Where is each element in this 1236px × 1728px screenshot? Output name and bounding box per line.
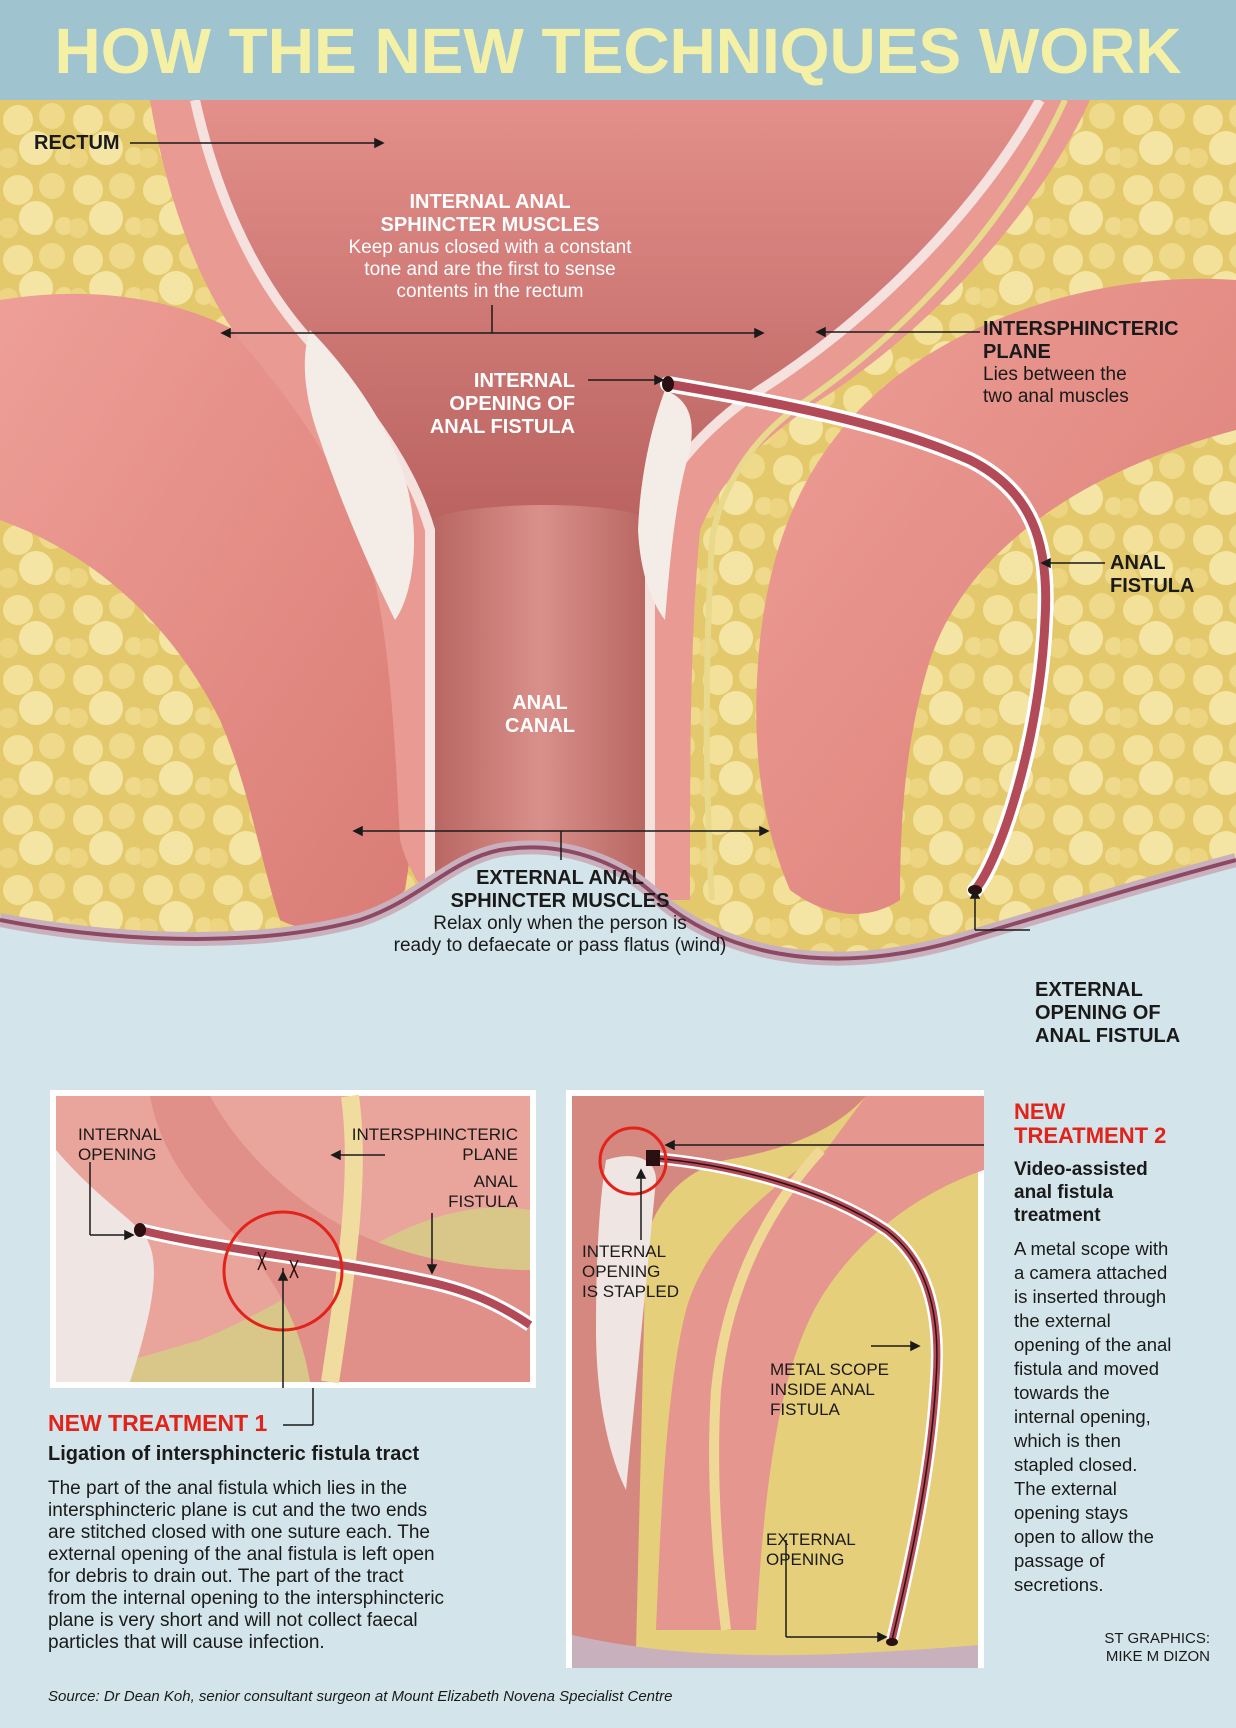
t2-external-opening-line-2: OPENING bbox=[766, 1550, 856, 1570]
treatment2-body: A metal scope with a camera attached is … bbox=[1014, 1237, 1224, 1597]
treatment2-body-line: stapled closed. bbox=[1014, 1453, 1224, 1477]
treatment1-body: The part of the anal fistula which lies … bbox=[48, 1478, 548, 1654]
treatment2-title-line-2: TREATMENT 2 bbox=[1014, 1124, 1166, 1148]
internal-opening-line-3: ANAL FISTULA bbox=[400, 416, 575, 439]
internal-opening-dot bbox=[662, 376, 674, 392]
external-opening-label-group: EXTERNAL OPENING OF ANAL FISTULA bbox=[1035, 979, 1180, 1048]
source-note: Source: Dr Dean Koh, senior consultant s… bbox=[48, 1688, 673, 1705]
treatment2-title: NEW TREATMENT 2 bbox=[1014, 1100, 1166, 1148]
internal-sphincter-desc-2: tone and are the first to sense bbox=[290, 259, 690, 281]
external-sphincter-desc-1: Relax only when the person is bbox=[320, 913, 800, 935]
t2-external-opening-label: EXTERNAL OPENING bbox=[766, 1530, 856, 1570]
main-illustration-panel: RECTUM INTERNAL ANAL SPHINCTER MUSCLES K… bbox=[0, 100, 1236, 1045]
treatment2-inset: INTERNAL OPENING IS STAPLED METAL SCOPE … bbox=[566, 1090, 984, 1668]
external-sphincter-title-1: EXTERNAL ANAL bbox=[320, 867, 800, 890]
external-sphincter-desc-2: ready to defaecate or pass flatus (wind) bbox=[320, 935, 800, 957]
internal-sphincter-desc-1: Keep anus closed with a constant bbox=[290, 237, 690, 259]
anal-canal-line-1: ANAL bbox=[490, 692, 590, 715]
treatment2-subtitle: Video-assisted anal fistula treatment bbox=[1014, 1158, 1148, 1227]
internal-opening-line-1: INTERNAL bbox=[400, 370, 575, 393]
treatment1-body-line: particles that will cause infection. bbox=[48, 1632, 548, 1654]
internal-sphincter-title-2: SPHINCTER MUSCLES bbox=[290, 214, 690, 237]
treatment2-body-line: The external bbox=[1014, 1477, 1224, 1501]
header-banner: HOW THE NEW TECHNIQUES WORK bbox=[0, 0, 1236, 100]
graphics-credit-line-1: ST GRAPHICS: bbox=[1010, 1630, 1210, 1648]
t1-intersphincteric-line-2: PLANE bbox=[328, 1145, 518, 1165]
treatment2-body-line: opening of the anal bbox=[1014, 1333, 1224, 1357]
intersphincteric-desc-1: Lies between the bbox=[983, 364, 1179, 386]
external-sphincter-label-group: EXTERNAL ANAL SPHINCTER MUSCLES Relax on… bbox=[320, 867, 800, 957]
anal-fistula-line-1: ANAL bbox=[1110, 552, 1194, 575]
t1-anal-fistula-line-2: FISTULA bbox=[400, 1192, 518, 1212]
treatment2-title-line-1: NEW bbox=[1014, 1100, 1166, 1124]
t1-internal-opening-label: INTERNAL OPENING bbox=[78, 1125, 162, 1165]
t2-internal-stapled-line-2: OPENING bbox=[582, 1262, 679, 1282]
t1-internal-opening-line-2: OPENING bbox=[78, 1145, 162, 1165]
external-sphincter-title-2: SPHINCTER MUSCLES bbox=[320, 890, 800, 913]
t2-metal-scope-label: METAL SCOPE INSIDE ANAL FISTULA bbox=[770, 1360, 889, 1420]
graphics-credit: ST GRAPHICS: MIKE M DIZON bbox=[1010, 1630, 1210, 1666]
t2-internal-stapled-line-1: INTERNAL bbox=[582, 1242, 679, 1262]
treatment1-body-line: plane is very short and will not collect… bbox=[48, 1610, 548, 1632]
intersphincteric-title-1: INTERSPHINCTERIC bbox=[983, 318, 1179, 341]
treatment1-subtitle: Ligation of intersphincteric fistula tra… bbox=[48, 1443, 419, 1466]
treatment1-body-line: intersphincteric plane is cut and the tw… bbox=[48, 1500, 548, 1522]
treatment2-subtitle-line-2: anal fistula bbox=[1014, 1181, 1148, 1204]
treatment2-body-line: towards the bbox=[1014, 1381, 1224, 1405]
treatment2-body-line: fistula and moved bbox=[1014, 1357, 1224, 1381]
external-opening-line-3: ANAL FISTULA bbox=[1035, 1025, 1180, 1048]
treatment1-inset: INTERNAL OPENING INTERSPHINCTERIC PLANE … bbox=[50, 1090, 536, 1388]
t1-intersphincteric-line-1: INTERSPHINCTERIC bbox=[328, 1125, 518, 1145]
internal-sphincter-title-1: INTERNAL ANAL bbox=[290, 191, 690, 214]
page-title: HOW THE NEW TECHNIQUES WORK bbox=[0, 14, 1236, 88]
anal-canal-label-group: ANAL CANAL bbox=[490, 692, 590, 738]
treatment1-body-line: external opening of the anal fistula is … bbox=[48, 1544, 548, 1566]
t1-internal-opening-line-1: INTERNAL bbox=[78, 1125, 162, 1145]
intersphincteric-plane-label-group: INTERSPHINCTERIC PLANE Lies between the … bbox=[983, 318, 1179, 408]
treatment1-body-line: from the internal opening to the intersp… bbox=[48, 1588, 548, 1610]
t2-metal-scope-line-1: METAL SCOPE bbox=[770, 1360, 889, 1380]
t1-anal-fistula-line-1: ANAL bbox=[400, 1172, 518, 1192]
intersphincteric-desc-2: two anal muscles bbox=[983, 386, 1179, 408]
treatment1-body-line: for debris to drain out. The part of the… bbox=[48, 1566, 548, 1588]
t2-internal-stapled-line-3: IS STAPLED bbox=[582, 1282, 679, 1302]
treatment2-body-line: internal opening, bbox=[1014, 1405, 1224, 1429]
treatment2-subtitle-line-1: Video-assisted bbox=[1014, 1158, 1148, 1181]
t2-metal-scope-line-3: FISTULA bbox=[770, 1400, 889, 1420]
external-opening-line-2: OPENING OF bbox=[1035, 1002, 1180, 1025]
treatment2-body-line: is inserted through bbox=[1014, 1285, 1224, 1309]
internal-opening-label-group: INTERNAL OPENING OF ANAL FISTULA bbox=[400, 370, 575, 439]
internal-sphincter-label-group: INTERNAL ANAL SPHINCTER MUSCLES Keep anu… bbox=[290, 191, 690, 303]
treatment2-body-line: the external bbox=[1014, 1309, 1224, 1333]
t1-anal-fistula-label: ANAL FISTULA bbox=[400, 1172, 518, 1212]
treatment1-body-line: are stitched closed with one suture each… bbox=[48, 1522, 548, 1544]
internal-sphincter-desc-3: contents in the rectum bbox=[290, 281, 690, 303]
external-opening-line-1: EXTERNAL bbox=[1035, 979, 1180, 1002]
treatment2-body-line: open to allow the bbox=[1014, 1525, 1224, 1549]
intersphincteric-title-2: PLANE bbox=[983, 341, 1179, 364]
treatment2-body-line: A metal scope with bbox=[1014, 1237, 1224, 1261]
rectum-label: RECTUM bbox=[34, 132, 120, 155]
t1-intersphincteric-label: INTERSPHINCTERIC PLANE bbox=[328, 1125, 518, 1165]
treatment2-body-line: passage of bbox=[1014, 1549, 1224, 1573]
treatment2-body-line: secretions. bbox=[1014, 1573, 1224, 1597]
treatment2-body-line: a camera attached bbox=[1014, 1261, 1224, 1285]
anal-fistula-label-group: ANAL FISTULA bbox=[1110, 552, 1194, 598]
t2-external-opening-line-1: EXTERNAL bbox=[766, 1530, 856, 1550]
treatment1-title: NEW TREATMENT 1 bbox=[48, 1410, 267, 1437]
treatment1-body-line: The part of the anal fistula which lies … bbox=[48, 1478, 548, 1500]
t2-internal-stapled-label: INTERNAL OPENING IS STAPLED bbox=[582, 1242, 679, 1302]
anal-canal-line-2: CANAL bbox=[490, 715, 590, 738]
graphics-credit-line-2: MIKE M DIZON bbox=[1010, 1648, 1210, 1666]
anal-fistula-line-2: FISTULA bbox=[1110, 575, 1194, 598]
treatment2-body-line: opening stays bbox=[1014, 1501, 1224, 1525]
treatment2-body-line: which is then bbox=[1014, 1429, 1224, 1453]
treatment2-subtitle-line-3: treatment bbox=[1014, 1204, 1148, 1227]
t2-metal-scope-line-2: INSIDE ANAL bbox=[770, 1380, 889, 1400]
internal-opening-line-2: OPENING OF bbox=[400, 393, 575, 416]
